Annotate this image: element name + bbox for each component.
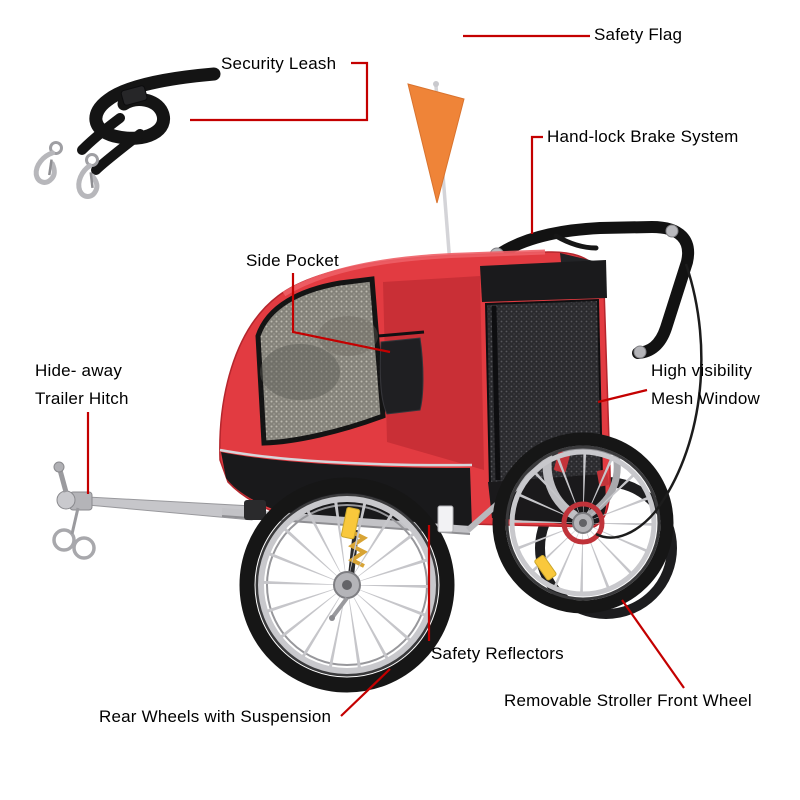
window-interior-shadow-1 bbox=[260, 344, 340, 400]
annotation-front-wheel: Removable Stroller Front Wheel bbox=[504, 691, 752, 710]
rear-wheel-reflector bbox=[340, 506, 361, 540]
silver-piping bbox=[219, 448, 473, 467]
flag-pole-tip bbox=[433, 81, 439, 87]
front-axle bbox=[579, 519, 587, 527]
body-top-highlight bbox=[282, 249, 546, 297]
hitch-pin-knob bbox=[53, 461, 65, 473]
brake-cable bbox=[595, 263, 703, 539]
front-spokes bbox=[514, 454, 652, 592]
leader-side-pocket bbox=[291, 273, 391, 354]
suspension-spring bbox=[348, 530, 368, 568]
rear-tire-inner-ring bbox=[255, 493, 439, 677]
hitch-ring-link bbox=[70, 507, 80, 535]
leash-strap-tail-2 bbox=[91, 129, 145, 175]
annotation-hide-away-line2: Trailer Hitch bbox=[35, 389, 129, 408]
leader-security-leash bbox=[190, 61, 369, 122]
quick-release-knob bbox=[329, 615, 335, 621]
leash-snap-hook-2 bbox=[76, 153, 100, 199]
hitch-ring-2 bbox=[72, 536, 96, 560]
pocket-zipper bbox=[377, 330, 425, 338]
flag-cloth bbox=[407, 83, 465, 204]
annotation-hide-away-line1: Hide- away bbox=[35, 361, 123, 380]
security-leash-art bbox=[33, 67, 221, 199]
annotation-safety-reflectors: Safety Reflectors bbox=[431, 644, 564, 663]
handlebar-clamp-right bbox=[665, 224, 679, 238]
rear-spokes bbox=[263, 501, 431, 669]
annotation-side-pocket: Side Pocket bbox=[246, 251, 339, 270]
annotation-hand-lock-brake: Hand-lock Brake System bbox=[547, 127, 739, 146]
rear-wheel bbox=[239, 477, 455, 693]
side-pocket-flap bbox=[379, 337, 424, 415]
rear-axle bbox=[342, 580, 352, 590]
brake-lever bbox=[553, 233, 599, 251]
leash-strap-tail-1 bbox=[77, 113, 125, 155]
leash-snap-hook-1 bbox=[33, 141, 63, 185]
front-rim bbox=[509, 449, 657, 597]
rear-rim bbox=[258, 496, 436, 674]
window-interior-shadow-2 bbox=[318, 316, 378, 356]
leader-rear-wheels bbox=[340, 668, 391, 717]
annotation-rear-wheels: Rear Wheels with Suspension bbox=[99, 707, 332, 726]
mesh-window-front bbox=[255, 276, 386, 446]
white-safety-reflector bbox=[437, 505, 454, 533]
leader-hand-lock-brake bbox=[530, 135, 543, 234]
front-tire bbox=[492, 432, 674, 614]
rear-tire bbox=[239, 477, 455, 693]
hitch-ring-1 bbox=[52, 528, 76, 552]
hitch-pin bbox=[57, 469, 69, 493]
hitch-joint bbox=[244, 500, 266, 520]
hitch-coupler bbox=[56, 490, 76, 510]
handlebar-end-fitting bbox=[633, 345, 647, 359]
front-wheel-assembly bbox=[492, 432, 674, 614]
leader-lines bbox=[86, 34, 685, 717]
annotation-security-leash: Security Leash bbox=[221, 54, 337, 73]
leash-buckle bbox=[120, 85, 148, 106]
body-side-shade bbox=[383, 276, 484, 470]
annotation-mesh-window-line1: High visibility bbox=[651, 361, 753, 380]
rear-door-top-band bbox=[480, 260, 607, 302]
leader-mesh-window bbox=[597, 388, 648, 404]
quick-release-lever bbox=[330, 596, 349, 620]
rear-door-edge-strap bbox=[491, 305, 501, 481]
hitch-arm bbox=[52, 461, 253, 560]
front-wheel-reflector bbox=[534, 555, 557, 581]
annotation-safety-flag: Safety Flag bbox=[594, 25, 683, 44]
brake-drum bbox=[561, 501, 605, 545]
annotation-mesh-window-line2: Mesh Window bbox=[651, 389, 760, 408]
trailer-body bbox=[219, 249, 611, 528]
leader-front-wheel bbox=[621, 599, 685, 689]
front-tire-inner-ring bbox=[505, 445, 661, 601]
